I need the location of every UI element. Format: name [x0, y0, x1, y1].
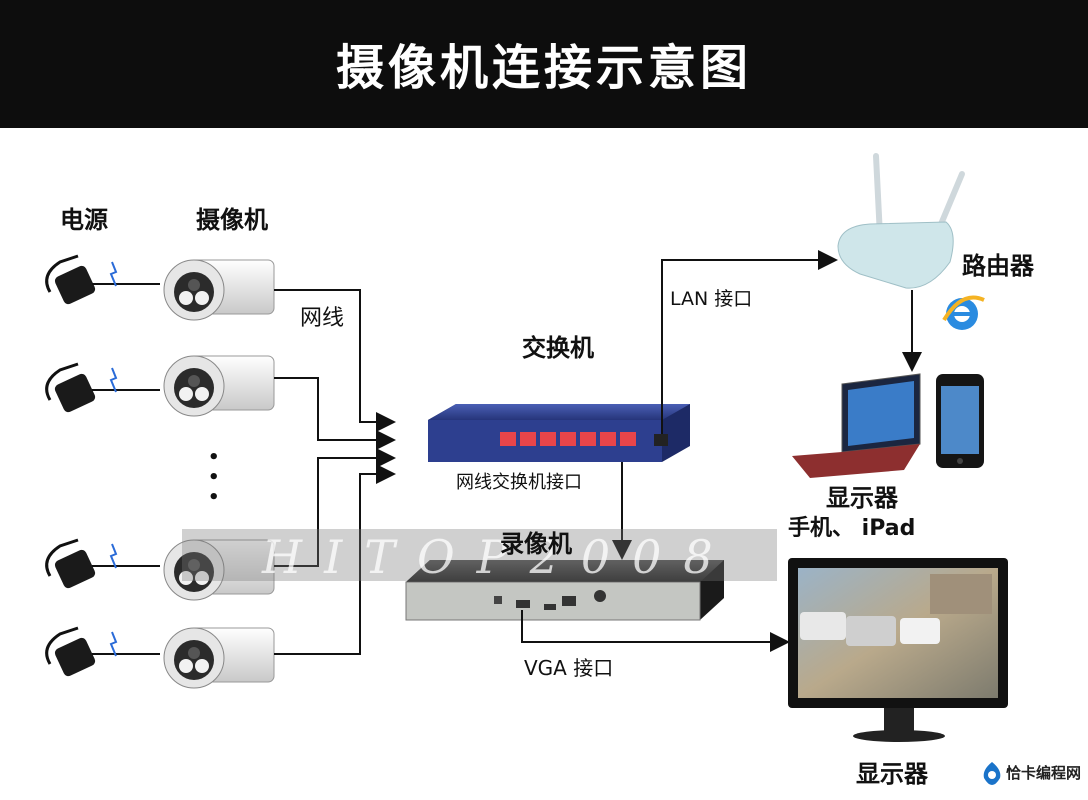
logo-icon — [983, 762, 1001, 785]
label-recorder: 录像机 — [500, 530, 572, 558]
label-switch: 交换机 — [522, 334, 594, 362]
label-router: 路由器 — [962, 252, 1034, 280]
bullet-camera-icon — [163, 355, 275, 417]
vga-cable — [521, 610, 790, 652]
bullet-camera-icon — [163, 627, 275, 689]
label-power: 电源 — [60, 206, 108, 234]
label-display-bottom: 显示器 — [856, 760, 928, 788]
label-display-top: 显示器 — [826, 484, 898, 512]
network-cables — [274, 289, 396, 655]
nvr-recorder-icon — [405, 560, 724, 621]
power-adapter-icon — [45, 538, 160, 589]
ellipsis-dots: • • • — [208, 447, 220, 508]
power-adapter-icon — [45, 362, 160, 413]
label-phone-ipad: 手机、 iPad — [788, 516, 916, 541]
lan-cable — [661, 250, 838, 434]
monitor-icon — [788, 558, 1008, 742]
label-vga-port: VGA 接口 — [524, 656, 614, 680]
watermark: HITOP2008 — [262, 530, 735, 584]
watermark-band — [182, 529, 777, 581]
power-adapter-icon — [45, 254, 160, 305]
label-network-cable: 网线 — [300, 306, 345, 331]
diagram-title: 摄像机连接示意图 — [335, 40, 752, 96]
label-camera: 摄像机 — [196, 206, 268, 234]
label-lan-port: LAN 接口 — [670, 288, 753, 310]
network-switch-icon — [428, 404, 690, 462]
bullet-camera-icon — [163, 539, 275, 601]
laptop-icon — [792, 373, 921, 478]
ie-browser-icon — [942, 295, 985, 330]
site-logo-text: 恰卡编程网 — [1006, 764, 1082, 782]
bullet-camera-icon — [163, 259, 275, 321]
label-switch-port: 网线交换机接口 — [456, 472, 582, 493]
power-adapter-icon — [45, 626, 160, 677]
title-bar — [0, 0, 1088, 128]
smartphone-icon — [936, 374, 984, 468]
router-icon — [837, 153, 965, 289]
